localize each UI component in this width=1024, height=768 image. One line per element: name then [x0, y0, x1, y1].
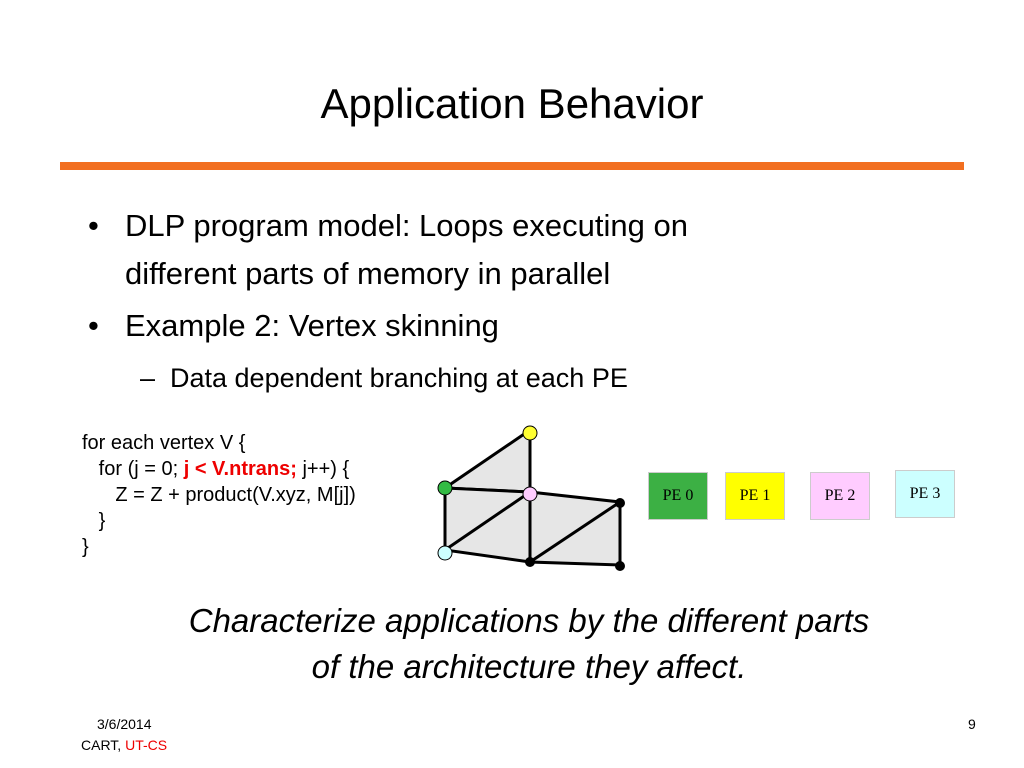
- mesh-triangle: [440, 427, 532, 494]
- vertex-dark: [525, 557, 535, 567]
- pseudo-code-block: for each vertex V { for (j = 0; j < V.nt…: [82, 430, 356, 560]
- footer-org-highlight: UT-CS: [125, 737, 168, 753]
- bullet-text-line: different parts of memory in parallel: [125, 256, 611, 291]
- sub-bullet-marker: –: [140, 363, 156, 393]
- code-segment: for (j = 0;: [82, 458, 184, 480]
- bullet-marker: •: [88, 208, 99, 243]
- bullet-text-line: DLP program model: Loops executing on: [125, 208, 688, 243]
- vertex-center: [522, 486, 538, 502]
- pe-0-box: PE 0: [648, 472, 708, 520]
- code-line: }: [82, 510, 106, 532]
- footer-date: 3/6/2014: [97, 716, 152, 732]
- page-number: 9: [968, 716, 976, 732]
- code-segment: j++) {: [296, 458, 350, 480]
- code-highlight: j < V.ntrans;: [183, 458, 297, 480]
- code-line: for each vertex V {: [82, 432, 246, 454]
- pe-1-box: PE 1: [725, 472, 785, 520]
- summary-line: Characterize applications by the differe…: [188, 602, 870, 639]
- code-line: for (j = 0; j < V.ntrans; j++) {: [82, 456, 356, 482]
- summary-line: of the architecture they affect.: [311, 648, 747, 685]
- vertex-mesh-diagram: [437, 425, 625, 571]
- sub-bullet-text: Data dependent branching at each PE: [170, 363, 628, 393]
- vertex-top: [522, 425, 538, 441]
- footer-org-prefix: CART,: [81, 737, 126, 753]
- title-rule: [60, 162, 964, 170]
- bullet-text-line: Example 2: Vertex skinning: [125, 308, 499, 343]
- mesh-edge: [444, 490, 531, 552]
- footer-org: CART, UT-CS: [81, 737, 167, 753]
- vertex-bottom-left: [437, 545, 453, 561]
- pe-3-box: PE 3: [895, 470, 955, 518]
- vertex-dark: [615, 498, 625, 508]
- mesh-edge: [529, 500, 621, 564]
- code-line: Z = Z + product(V.xyz, M[j]): [82, 484, 356, 506]
- code-line: }: [82, 536, 89, 558]
- summary-statement: Characterize applications by the differe…: [0, 598, 1024, 690]
- bullet-marker: •: [88, 308, 99, 343]
- slide-title: Application Behavior: [320, 80, 704, 127]
- pe-2-box: PE 2: [810, 472, 870, 520]
- vertex-dark: [615, 561, 625, 571]
- vertex-left: [437, 480, 453, 496]
